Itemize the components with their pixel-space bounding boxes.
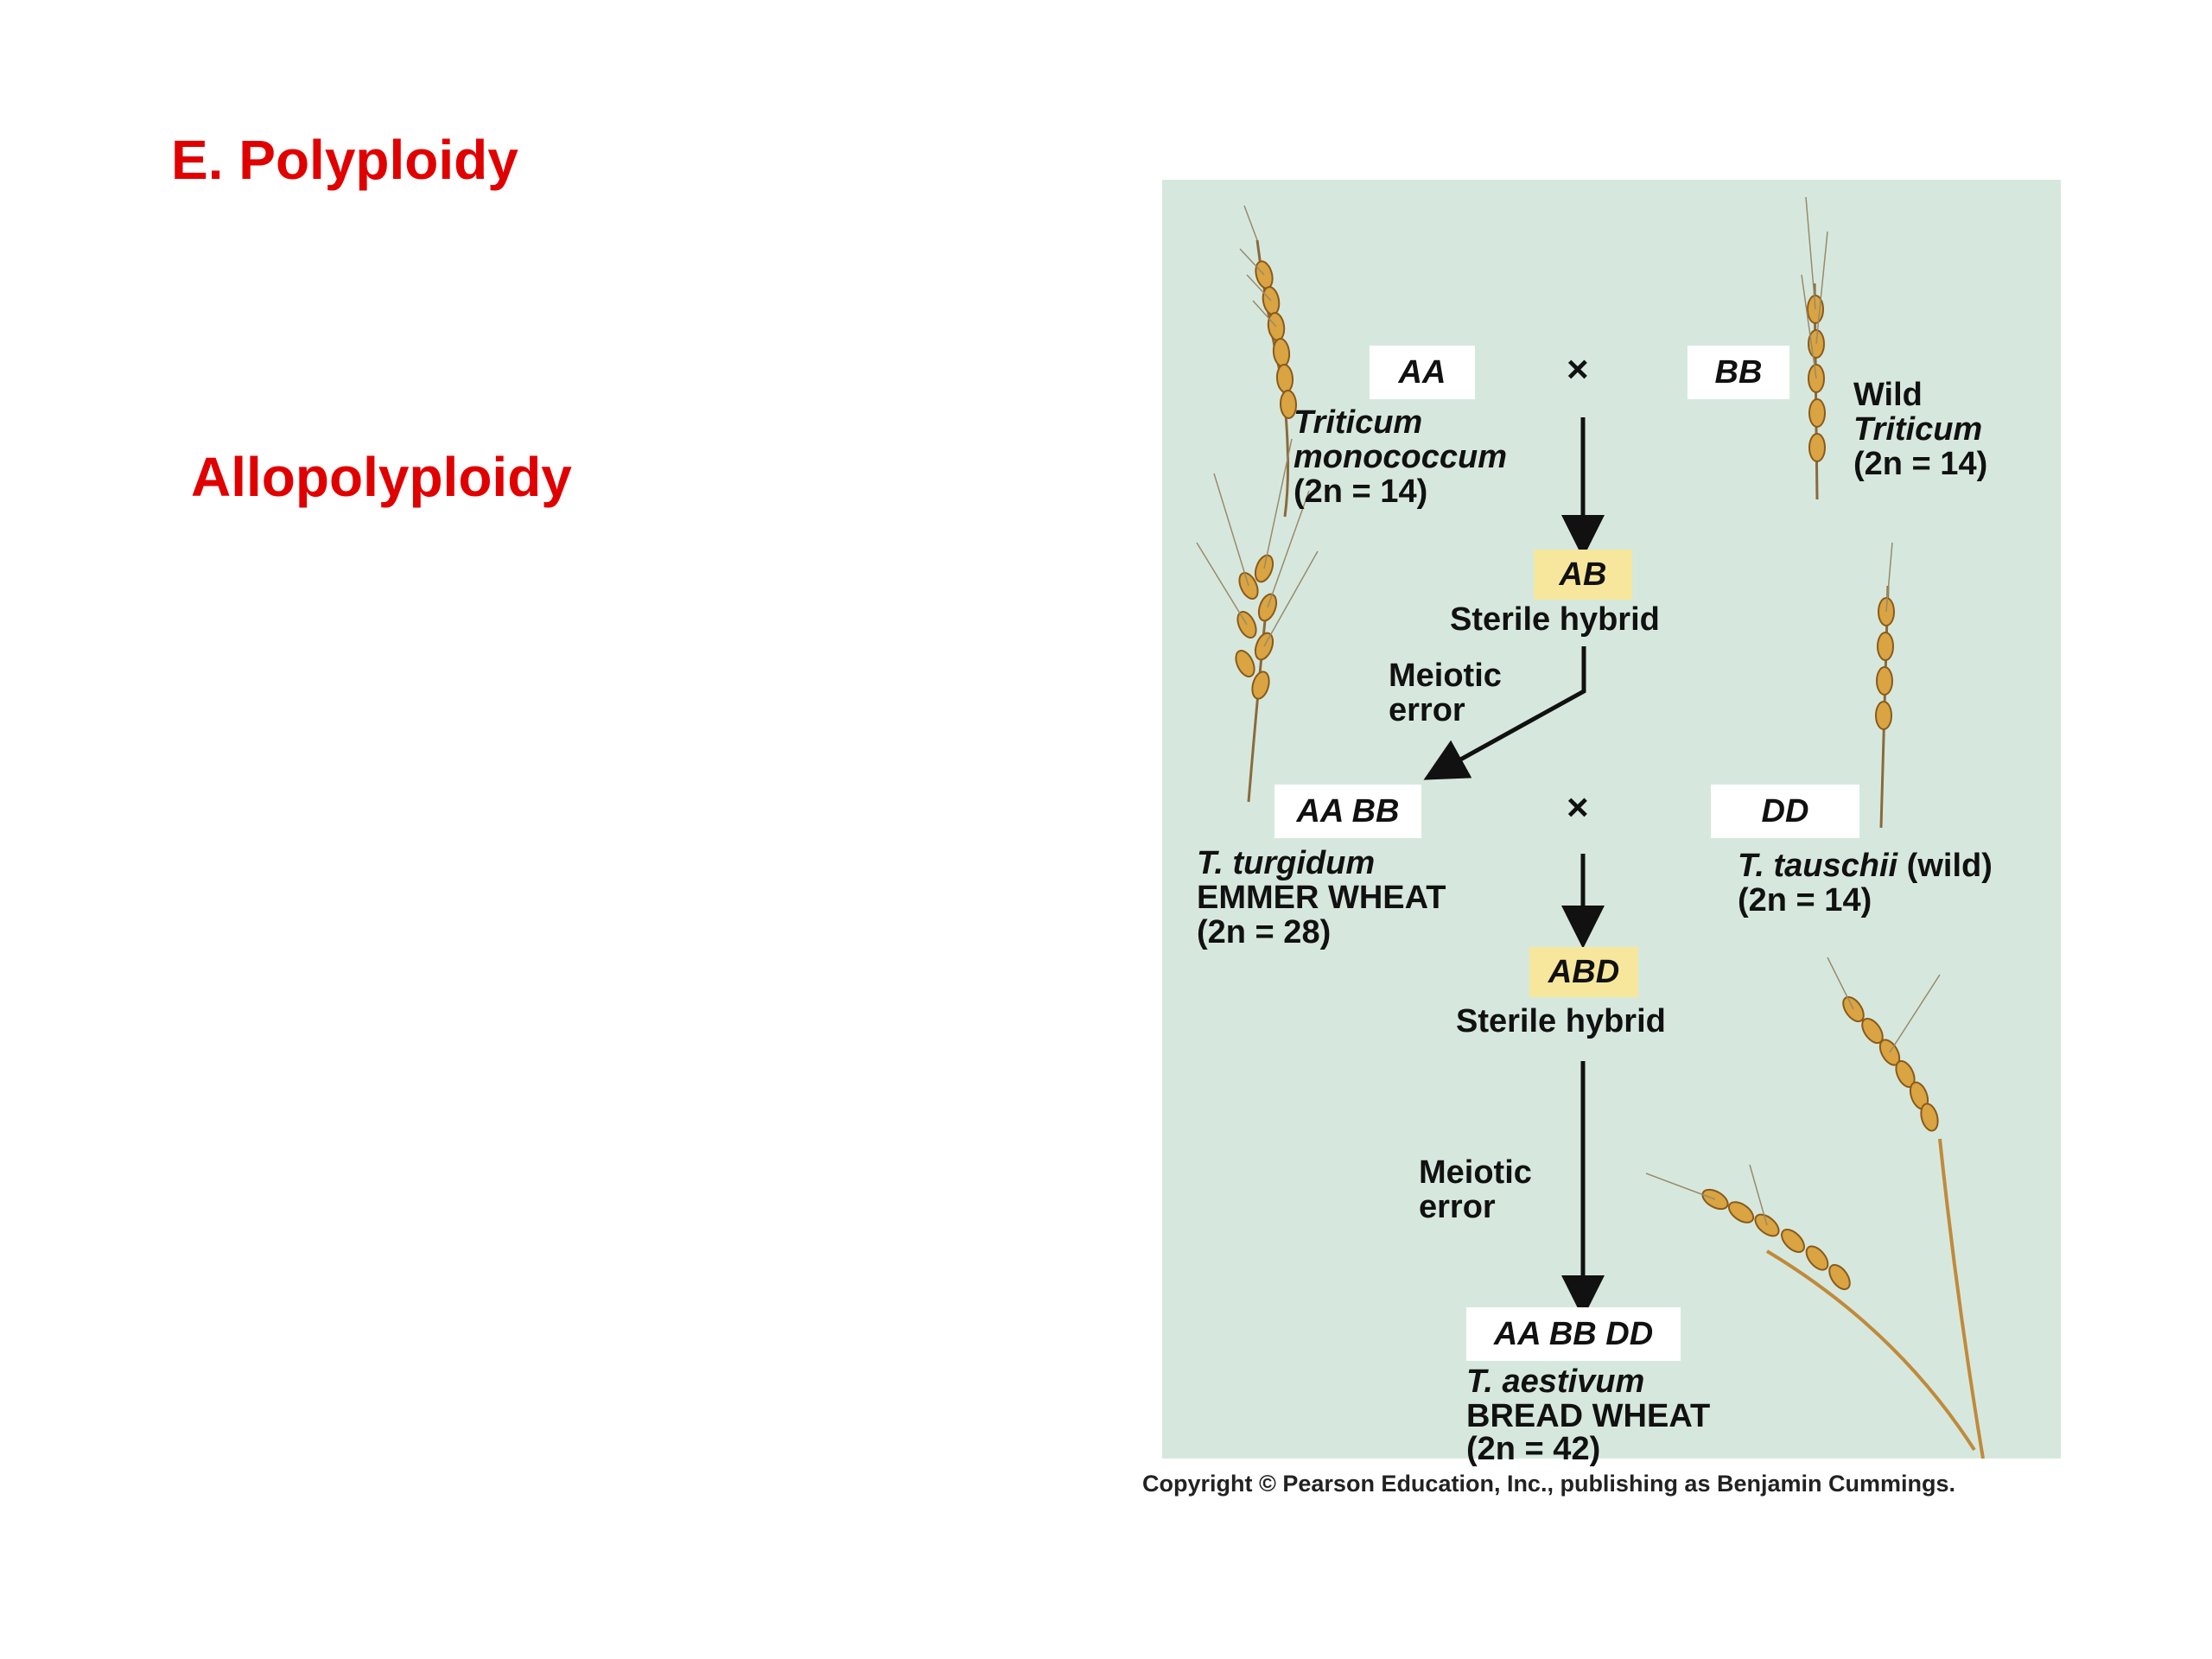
tauschii-illustration <box>1875 542 1895 829</box>
sterile-hybrid-label-2: Sterile hybrid <box>1456 1003 1666 1039</box>
monococcum-wheat-illustration <box>1239 205 1298 518</box>
bread-wheat-illustration <box>1645 957 1985 1459</box>
bread-wheat-name-1: T. aestivum <box>1466 1363 1645 1400</box>
genome-ab-box: AB <box>1534 550 1632 600</box>
tauschii-name: T. tauschii <box>1738 848 1898 884</box>
monococcum-name-1: Triticum <box>1294 404 1423 441</box>
meiotic-error-2a: Meiotic <box>1419 1154 1532 1191</box>
genome-aa-box: AA <box>1370 346 1475 399</box>
wild-triticum-count: (2n = 14) <box>1853 446 1988 482</box>
arrow-to-emmer <box>1423 646 1586 780</box>
wild-triticum-name-1: Wild <box>1853 377 1923 413</box>
monococcum-name-2: monococcum <box>1294 439 1508 475</box>
copyright-notice: Copyright © Pearson Education, Inc., pub… <box>1142 1471 1956 1497</box>
genome-abd-box: ABD <box>1529 947 1638 997</box>
emmer-name-2: EMMER WHEAT <box>1197 880 1446 916</box>
meiotic-error-1a: Meiotic <box>1389 658 1502 694</box>
tauschii-count: (2n = 14) <box>1738 882 1872 918</box>
monococcum-count: (2n = 14) <box>1294 474 1428 510</box>
genome-bb-box: BB <box>1688 346 1789 399</box>
cross-symbol-2: × <box>1567 786 1589 829</box>
tauschii-suffix: (wild) <box>1906 848 1993 884</box>
bread-wheat-count: (2n = 42) <box>1466 1431 1601 1467</box>
bread-wheat-name-2: BREAD WHEAT <box>1466 1398 1711 1434</box>
tauschii-name-line: T. tauschii (wild) <box>1738 849 1993 884</box>
wild-triticum-name-2: Triticum <box>1853 411 1983 448</box>
emmer-wheat-illustration <box>1196 438 1319 803</box>
emmer-name-1: T. turgidum <box>1197 845 1376 881</box>
wild-triticum-illustration <box>1801 196 1828 500</box>
genome-aabbdd-box: AA BB DD <box>1466 1307 1681 1361</box>
genome-dd-box: DD <box>1711 785 1859 838</box>
wheat-evolution-diagram: AA × BB Triticum monococcum (2n = 14) Wi… <box>1162 180 2061 1466</box>
emmer-count: (2n = 28) <box>1197 914 1332 950</box>
slide-title: E. Polyploidy <box>171 129 518 191</box>
meiotic-error-2b: error <box>1419 1189 1496 1225</box>
meiotic-error-1b: error <box>1389 692 1465 728</box>
diagram-graphics <box>1196 196 1985 1459</box>
sterile-hybrid-label-1: Sterile hybrid <box>1450 601 1660 638</box>
genome-aabb-box: AA BB <box>1274 785 1421 838</box>
cross-symbol: × <box>1567 348 1589 391</box>
slide-subtitle: Allopolyploidy <box>191 446 572 508</box>
